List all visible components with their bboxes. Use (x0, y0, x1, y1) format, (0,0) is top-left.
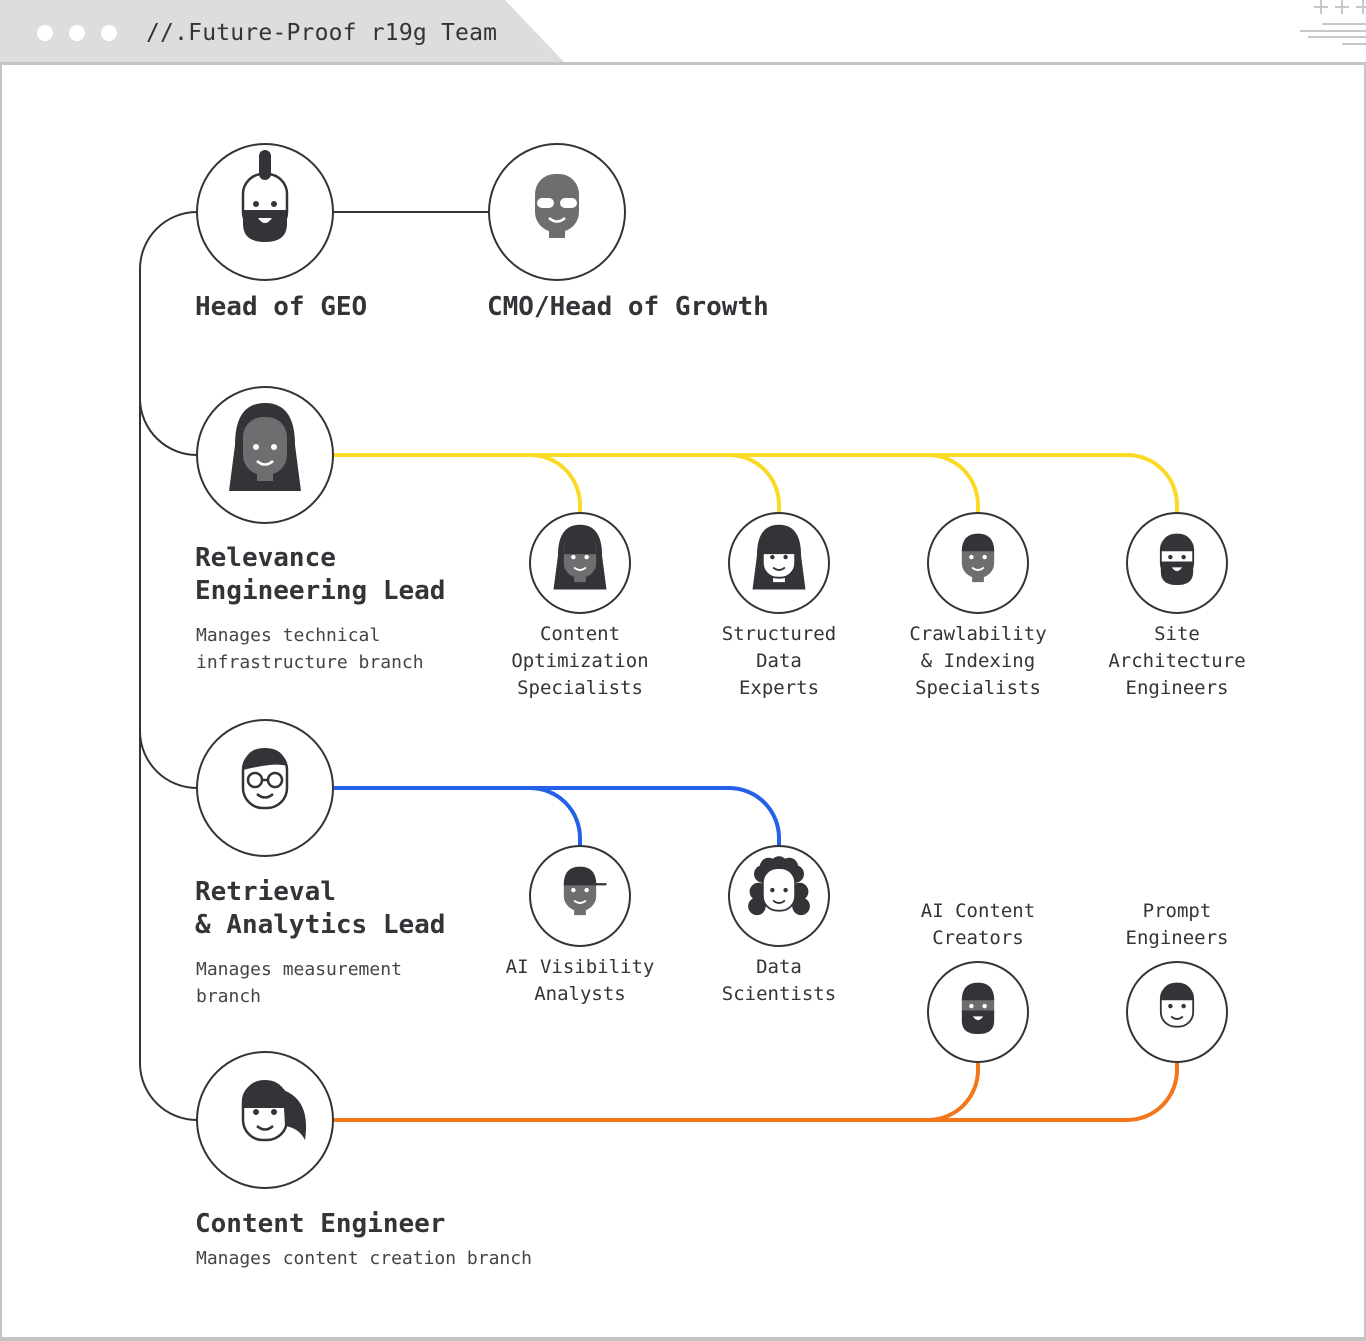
bearded-man-mohawk-avatar (196, 143, 334, 281)
avatar-border (529, 512, 631, 614)
member-label: Engineers (1125, 927, 1229, 949)
avatar-border (927, 961, 1029, 1063)
man-cap-avatar (529, 845, 631, 947)
member-label: Data (756, 650, 802, 672)
window-control-dot[interactable] (101, 25, 117, 41)
member-label: Content (539, 623, 621, 645)
window-control-dot[interactable] (37, 25, 53, 41)
lead-title: Relevance (195, 543, 336, 573)
plus-lines-decoration-icon (1300, 0, 1366, 45)
woman-ponytail-avatar (196, 1051, 334, 1189)
lead-description: Manages measurement (196, 959, 402, 980)
retrieval-branch-line (529, 786, 582, 848)
woman-curly-hair-avatar (728, 845, 830, 947)
avatar-border (196, 719, 334, 857)
member-label: AI Visibility (505, 956, 655, 978)
spine-connector (139, 732, 198, 1121)
spine-connector (139, 211, 198, 456)
window-controls (37, 25, 117, 41)
window-tab-bar: //.Future-Proof r19g Team (0, 0, 1366, 64)
man-curly-hair-avatar (927, 512, 1029, 614)
member-label: Data (756, 956, 802, 978)
window-control-dot[interactable] (69, 25, 85, 41)
member-label: Architecture (1108, 650, 1246, 672)
relevance-branch-line (927, 453, 980, 514)
window-title: //.Future-Proof r19g Team (146, 20, 498, 46)
bald-man-sunglasses-blazer-avatar (488, 143, 626, 281)
member-label: Experts (738, 677, 820, 699)
avatar-border (1126, 961, 1228, 1063)
avatar-border (196, 386, 334, 524)
lead-title: Engineering Lead (195, 576, 446, 606)
avatar-border (196, 143, 334, 281)
content-branch-line (927, 1062, 980, 1122)
member-label: Optimization (511, 650, 649, 672)
tab-background (0, 0, 566, 64)
member-label: Structured (721, 623, 837, 645)
content-branch-line (334, 1062, 1179, 1122)
spine-connector (139, 400, 198, 789)
avatar-border (927, 512, 1029, 614)
lead-description: Manages technical (196, 625, 381, 646)
lead-description: Manages content creation branch (196, 1248, 532, 1269)
member-label: Creators (932, 927, 1024, 949)
relevance-branch-line (529, 453, 582, 514)
member-label: AI Content (920, 900, 1036, 922)
member-label: Engineers (1125, 677, 1229, 699)
bearded-man-headset-avatar (927, 961, 1029, 1063)
exec-title-cmo: CMO/Head of Growth (487, 292, 769, 322)
young-man-avatar (1126, 961, 1228, 1063)
retrieval-branch-line (334, 786, 781, 848)
avatar-border (728, 845, 830, 947)
member-label: & Indexing (920, 650, 1036, 672)
woman-striped-shirt-avatar (529, 512, 631, 614)
avatar-border (196, 1051, 334, 1189)
lead-title: Retrieval (195, 877, 336, 907)
member-label: Prompt (1142, 900, 1212, 922)
member-label: Site (1154, 623, 1200, 645)
member-label: Scientists (721, 983, 837, 1005)
avatar-border (1126, 512, 1228, 614)
avatar-border (488, 143, 626, 281)
relevance-branch-line (728, 453, 781, 514)
lead-title: Content Engineer (195, 1209, 446, 1239)
lead-title: & Analytics Lead (195, 910, 446, 940)
man-glasses-avatar (196, 719, 334, 857)
lead-description: infrastructure branch (196, 652, 424, 673)
lead-description: branch (196, 986, 262, 1007)
member-label: Specialists (517, 677, 643, 699)
member-label: Crawlability (909, 623, 1047, 645)
relevance-branch-line (334, 453, 1179, 514)
member-label: Specialists (915, 677, 1041, 699)
connector-lines (139, 211, 1179, 1122)
avatar-border (728, 512, 830, 614)
avatar-border (529, 845, 631, 947)
long-hair-woman-avatar (196, 386, 334, 524)
member-label: Analysts (534, 983, 626, 1005)
bearded-man-avatar (1126, 512, 1228, 614)
exec-title-head-of-geo: Head of GEO (195, 292, 368, 322)
woman-bangs-avatar (728, 512, 830, 614)
